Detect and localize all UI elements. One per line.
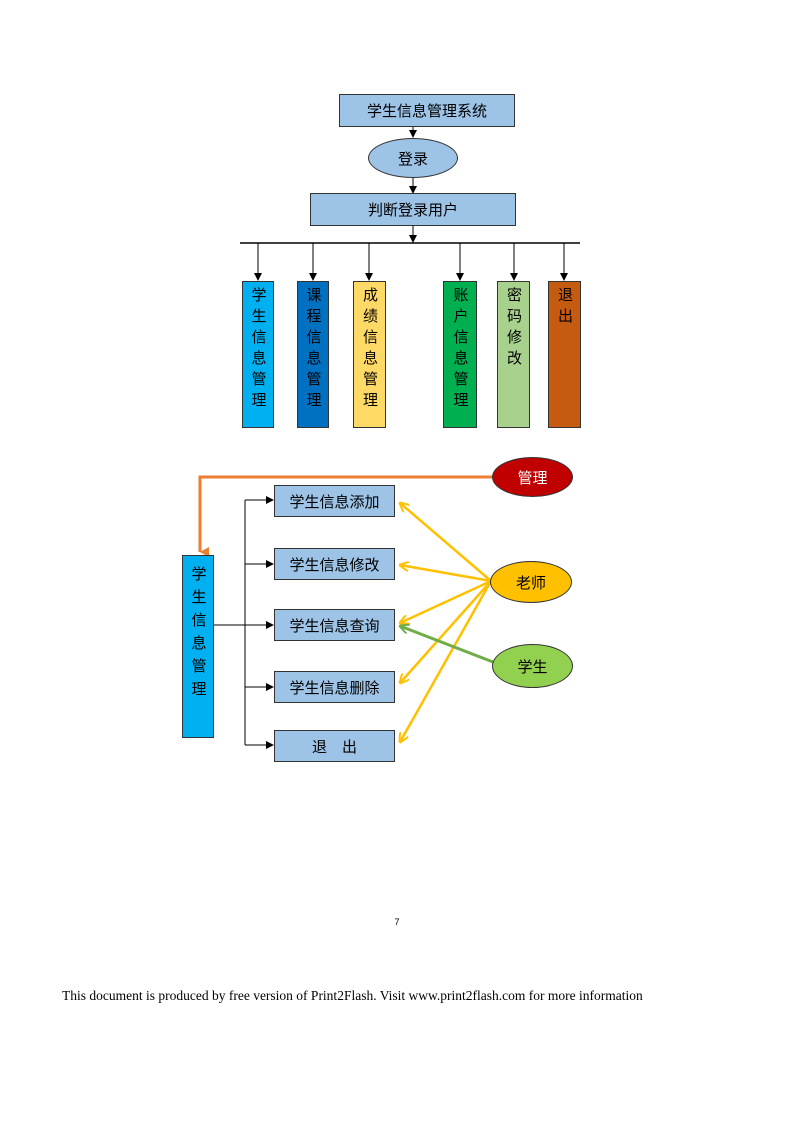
module-account-info: 账户信息管理 [443, 281, 477, 428]
role-teacher: 老师 [490, 561, 572, 603]
module-exit: 退出 [548, 281, 581, 428]
module-label: 密码修改 [505, 287, 523, 371]
student-info-module-box: 学生信息管理 [182, 555, 214, 738]
function-student-modify: 学生信息修改 [274, 548, 395, 580]
student-to-function-3 [400, 626, 494, 664]
teacher-to-function-3 [400, 579, 492, 623]
module-student-info: 学生信息管理 [242, 281, 274, 428]
teacher-to-function-5 [400, 580, 493, 742]
module-label: 账户信息管理 [451, 287, 470, 413]
module-label: 成绩信息管理 [361, 287, 379, 413]
module-course-info: 课程信息管理 [297, 281, 329, 428]
login-node: 登录 [368, 138, 458, 178]
module-grade-info: 成绩信息管理 [353, 281, 386, 428]
module-label: 课程信息管理 [304, 287, 323, 413]
teacher-to-function-4 [400, 580, 492, 683]
admin-access-line [198, 475, 494, 557]
print2flash-footer: This document is produced by free versio… [62, 988, 643, 1003]
module-label: 退出 [556, 287, 574, 329]
teacher-to-function-1 [400, 503, 492, 582]
function-student-delete: 学生信息删除 [274, 671, 395, 703]
function-student-add: 学生信息添加 [274, 485, 395, 517]
function-student-query: 学生信息查询 [274, 609, 395, 641]
teacher-to-function-2 [400, 565, 492, 583]
judge-user-box: 判断登录用户 [310, 193, 516, 226]
function-exit: 退 出 [274, 730, 395, 762]
module-label: 学生信息管理 [189, 566, 208, 704]
module-label: 学生信息管理 [249, 287, 268, 413]
system-title-box: 学生信息管理系统 [339, 94, 515, 127]
page-number: 7 [394, 917, 400, 927]
role-admin: 管理 [492, 457, 573, 497]
role-student: 学生 [492, 644, 573, 688]
module-password-change: 密码修改 [497, 281, 530, 428]
